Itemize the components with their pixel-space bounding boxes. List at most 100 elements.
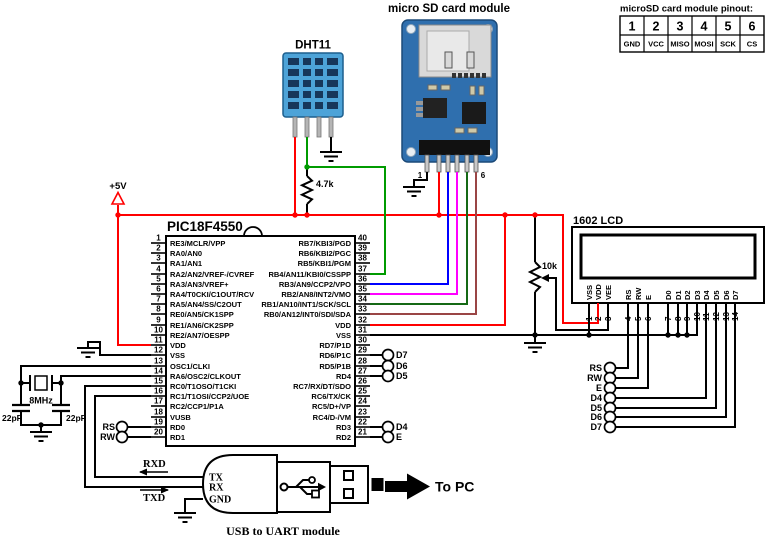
mcu-pin-label-7: RA5/AN4/SS/C2OUT — [170, 300, 242, 309]
mcu-title: PIC18F4550 — [167, 219, 243, 234]
terminal-label-lcd-RS: RS — [589, 363, 602, 373]
pinout-cell-name-MOSI: MOSI — [694, 40, 713, 49]
wire-pin32-vdd — [370, 215, 506, 326]
mcu-pin-number-15: 15 — [154, 377, 163, 386]
lcd-pin-number-3: 3 — [604, 316, 613, 321]
wire-vss12-ground — [87, 341, 151, 356]
lcd-pin-name-VDD: VDD — [594, 284, 603, 300]
wire-vss-ground-line — [370, 303, 698, 336]
mcu-pin-label-28: RD5/P1B — [319, 362, 351, 371]
to-pc-arrow — [385, 473, 430, 500]
lcd-pin-number-10: 10 — [693, 312, 702, 321]
dht11-vent-slot — [315, 58, 323, 65]
sd-regulator-leg — [416, 101, 423, 105]
sd-card-slot — [426, 30, 470, 72]
lcd-pin-number-7: 7 — [664, 316, 673, 321]
mcu-pin-number-30: 30 — [358, 336, 367, 345]
sd-level-shifter-ic — [462, 102, 486, 124]
uart-module-body — [201, 454, 278, 514]
pinout-cell-name-VCC: VCC — [648, 40, 664, 49]
wire-pot-wiper-to-lcd-vee — [548, 277, 609, 331]
sd-mounting-hole — [406, 147, 416, 157]
mcu-pin-number-14: 14 — [154, 367, 163, 376]
mcu-pin-number-3: 3 — [156, 254, 161, 263]
lcd-pin-number-6: 6 — [644, 316, 653, 321]
terminal-label-lcd-D7: D7 — [590, 422, 602, 432]
mcu-pin-number-20: 20 — [154, 428, 163, 437]
terminal-label-D5: D5 — [396, 371, 408, 381]
mcu-pin-label-33: RB0/AN12/INT0/SDI/SDA — [264, 310, 352, 319]
generated-text-layer: 1RE3/MCLR/VPP2RA0/AN03RA1/AN14RA2/AN2/VR… — [100, 20, 757, 443]
lcd-pin-number-8: 8 — [674, 316, 683, 321]
wire-lcd-e — [616, 303, 649, 389]
sd-socket-contact — [458, 73, 462, 78]
sd-socket-contact — [470, 73, 474, 78]
mcu-pin-number-6: 6 — [156, 285, 161, 294]
dht11-vent-slot — [327, 91, 338, 98]
wire-dht-data-to-rb4 — [306, 137, 386, 275]
mcu-pin-label-11: VDD — [170, 341, 186, 350]
mcu-pin-label-17: RC2/CCP1/P1A — [170, 402, 224, 411]
txd-label: TXD — [143, 493, 166, 504]
junction-dot-5v — [532, 212, 538, 218]
mcu-pin-label-30: RD7/P1D — [319, 341, 351, 350]
lcd-display-area — [579, 233, 757, 280]
wire-lcd-rw — [616, 303, 639, 379]
mcu-pin-label-26: RC7/RX/DT/SDO — [293, 382, 351, 391]
cap-left-label: 22pF — [2, 413, 22, 423]
mcu-pin-label-29: RD6/P1C — [319, 351, 351, 360]
junction-dot-dht-data — [304, 164, 310, 170]
mcu-pin-number-18: 18 — [154, 408, 163, 417]
lcd-pin-number-4: 4 — [624, 316, 633, 321]
sd-smd-passive — [478, 85, 485, 96]
dht11-vent-slot — [288, 58, 299, 65]
sd-header-pin — [424, 154, 430, 173]
contrast-pot-label: 10k — [542, 261, 558, 271]
lcd-pin-name-D3: D3 — [693, 290, 702, 300]
mcu-pin-number-37: 37 — [358, 265, 367, 274]
lcd-pin-number-5: 5 — [634, 316, 643, 321]
static-labels: PIC18F4550 DHT11 micro SD card module 16… — [2, 3, 753, 538]
mcu-pin-label-10: RE2/AN7/OESPP — [170, 331, 230, 340]
pot-ground-symbol — [524, 342, 546, 353]
pinout-cell-number-5: 5 — [725, 20, 732, 34]
dht11-vent-slot — [315, 69, 323, 76]
mcu-pin-number-23: 23 — [358, 408, 367, 417]
junction-dot-5v — [115, 212, 121, 218]
sd-regulator-leg — [416, 113, 423, 117]
usb-trident-tail-circle — [279, 482, 289, 492]
lcd-pin-name-VSS: VSS — [585, 285, 594, 300]
sd-socket-contact — [476, 73, 480, 78]
lcd-pin-number-2: 2 — [594, 316, 603, 321]
crystal-ground-symbol — [30, 431, 52, 442]
pot-wiper-arrowhead — [541, 274, 549, 282]
lcd-pin-number-13: 13 — [722, 312, 731, 321]
mcu-pin-label-4: RA2/AN2/VREF-/CVREF — [170, 270, 255, 279]
terminal-mcu-D7 — [381, 348, 395, 362]
sd-regulator — [423, 98, 447, 118]
mcu-pin-number-4: 4 — [156, 265, 161, 274]
dht11-vent-slot — [315, 102, 323, 109]
terminal-mcu-D5 — [381, 369, 395, 383]
wire-lcd-d7 — [616, 303, 736, 428]
lcd-pin-name-D0: D0 — [664, 290, 673, 300]
mcu-pin-number-40: 40 — [358, 234, 367, 243]
lcd-pin-number-14: 14 — [731, 312, 740, 321]
terminal-label-lcd-D5: D5 — [590, 403, 602, 413]
dht11-pin — [316, 116, 322, 138]
mcu-pin-label-9: RE1/AN6/CK2SPP — [170, 321, 234, 330]
junction-dot — [586, 332, 592, 338]
mcu-pin-label-36: RB3/AN9/CCP2/VPO — [279, 280, 351, 289]
terminal-lcd-D7 — [603, 420, 617, 434]
sd-ground-symbol — [403, 186, 425, 197]
crystal-body — [34, 375, 48, 391]
usb-trident-square-tip — [311, 489, 320, 499]
terminal-mcu-E — [381, 430, 395, 444]
sd-smd-passive — [454, 127, 465, 134]
txd-arrowhead — [161, 486, 169, 494]
terminal-label-D4: D4 — [396, 422, 408, 432]
lcd-pin-name-D4: D4 — [702, 290, 711, 300]
sd-header-pin — [436, 154, 442, 173]
mcu-pin-label-3: RA1/AN1 — [170, 259, 202, 268]
dht11-vent-slot — [288, 80, 299, 87]
